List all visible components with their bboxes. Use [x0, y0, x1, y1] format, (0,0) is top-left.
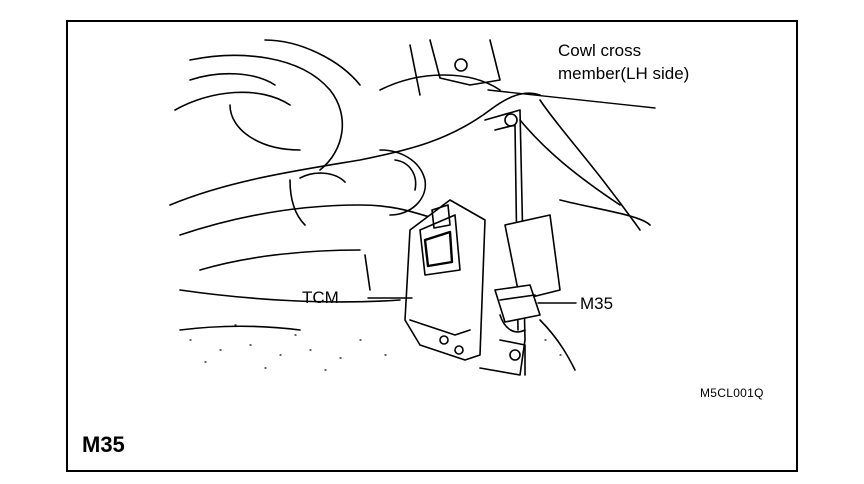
- figure-code: M5CL001Q: [700, 386, 764, 400]
- m35-connector-label: M35: [580, 294, 614, 313]
- tcm-label: TCM: [302, 288, 339, 307]
- cowl-cross-member-label-line2: member(LH side): [558, 64, 690, 83]
- floor-surface: [179, 254, 576, 371]
- figure-frame: [66, 20, 798, 472]
- body-panel-curves: [174, 39, 501, 171]
- floor-texture-dots: [189, 324, 562, 371]
- cowl-cross-member: [409, 39, 501, 96]
- cowl-leader-line: [487, 89, 656, 109]
- connector-id-title: M35: [82, 432, 125, 457]
- cowl-cross-member-label-line1: Cowl cross: [558, 41, 642, 60]
- m35-connector: [494, 214, 561, 333]
- wiring-harness: [169, 92, 651, 271]
- tcm-module: [404, 199, 486, 361]
